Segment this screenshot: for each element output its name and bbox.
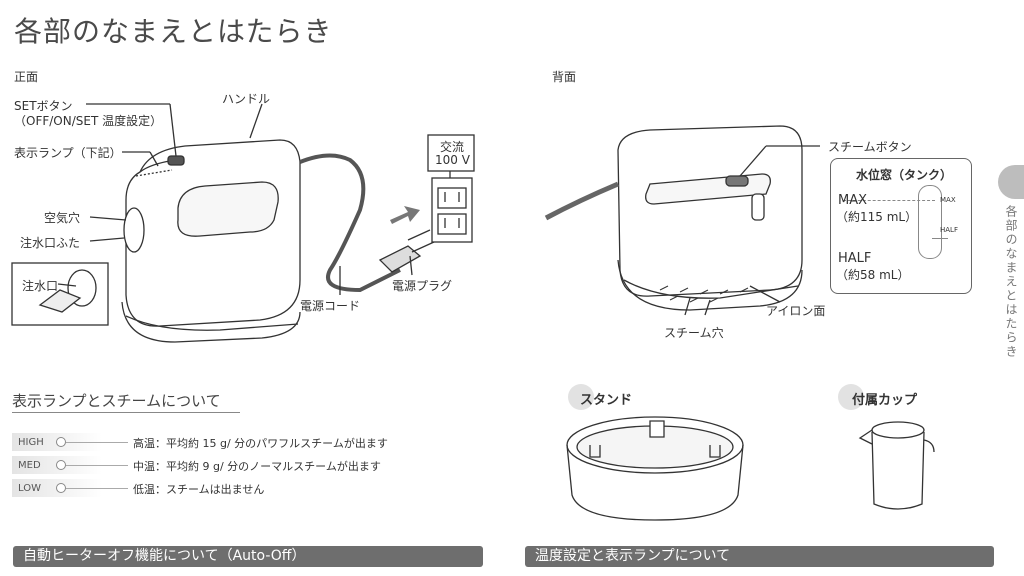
- cup-heading: 付属カップ: [852, 393, 918, 408]
- lamp-leader-low: [66, 488, 128, 489]
- temp-setting-section-bar: 温度設定と表示ランプについて: [525, 546, 994, 567]
- lamp-desc-low: 低温：スチームは出ません: [133, 483, 265, 496]
- ac-label-line2: 100 V: [435, 153, 470, 167]
- iron-face-label: アイロン面: [766, 304, 826, 318]
- set-button-sub-label: （OFF/ON/SET 温度設定）: [14, 114, 163, 128]
- front-view-illustration: [11, 103, 475, 343]
- front-heading: 正面: [14, 70, 39, 84]
- water-gauge: [918, 185, 942, 259]
- air-hole-label: 空気穴: [44, 211, 81, 225]
- cup-illustration: [858, 421, 935, 510]
- auto-off-section-bar: 自動ヒーターオフ機能について（Auto-Off）: [13, 546, 483, 567]
- half-label: HALF: [838, 251, 872, 266]
- stand-heading-marker: [568, 384, 594, 410]
- plug-label: 電源プラグ: [392, 279, 453, 293]
- side-tab-text: 各部のなまえとはたらき: [1004, 205, 1018, 359]
- lamp-dot-high-icon: [56, 437, 66, 447]
- stand-heading: スタンド: [580, 393, 633, 408]
- steam-holes-label: スチーム穴: [664, 326, 724, 340]
- inlet-cover-label: 注水口ふた: [20, 236, 81, 250]
- side-tab-marker: [998, 165, 1024, 199]
- inlet-label: 注水口: [22, 279, 59, 293]
- max-sub-label: （約115 mL）: [836, 210, 918, 224]
- gauge-half-tick: HALF: [940, 226, 958, 234]
- half-sub-label: （約58 mL）: [836, 268, 910, 282]
- steam-button-label: スチームボタン: [828, 140, 912, 154]
- handle-label: ハンドル: [222, 92, 271, 106]
- water-window-title: 水位窓（タンク）: [856, 168, 953, 182]
- lamp-name-high: HIGH: [18, 437, 44, 448]
- max-guide-line: [843, 200, 935, 201]
- set-button-label: SETボタン: [14, 99, 73, 113]
- water-window-box: [830, 158, 972, 294]
- lamp-leader-high: [66, 442, 128, 443]
- lamp-name-med: MED: [18, 460, 41, 471]
- lamp-dot-med-icon: [56, 460, 66, 470]
- max-label: MAX: [838, 193, 868, 208]
- lamp-section-title: 表示ランプとスチームについて: [12, 392, 221, 410]
- back-heading: 背面: [552, 70, 577, 84]
- stand-illustration: [566, 416, 744, 521]
- gauge-max-tick: MAX: [940, 196, 956, 204]
- cup-heading-marker: [838, 384, 864, 410]
- lamp-dot-low-icon: [56, 483, 66, 493]
- page-title: 各部のなまえとはたらき: [14, 15, 333, 48]
- back-view-illustration: [544, 125, 820, 316]
- lamp-leader-med: [66, 465, 128, 466]
- lamp-section-underline: [12, 412, 240, 413]
- half-guide-line: [932, 238, 948, 239]
- lamp-desc-med: 中温：平均約 9 g/ 分のノーマルスチームが出ます: [133, 460, 381, 473]
- lamp-label: 表示ランプ（下記）: [14, 146, 122, 160]
- power-cord-label: 電源コード: [300, 299, 361, 313]
- lamp-desc-high: 高温：平均約 15 g/ 分のパワフルスチームが出ます: [133, 437, 388, 450]
- ac-label-line1: 交流: [440, 140, 465, 154]
- lamp-name-low: LOW: [18, 483, 41, 494]
